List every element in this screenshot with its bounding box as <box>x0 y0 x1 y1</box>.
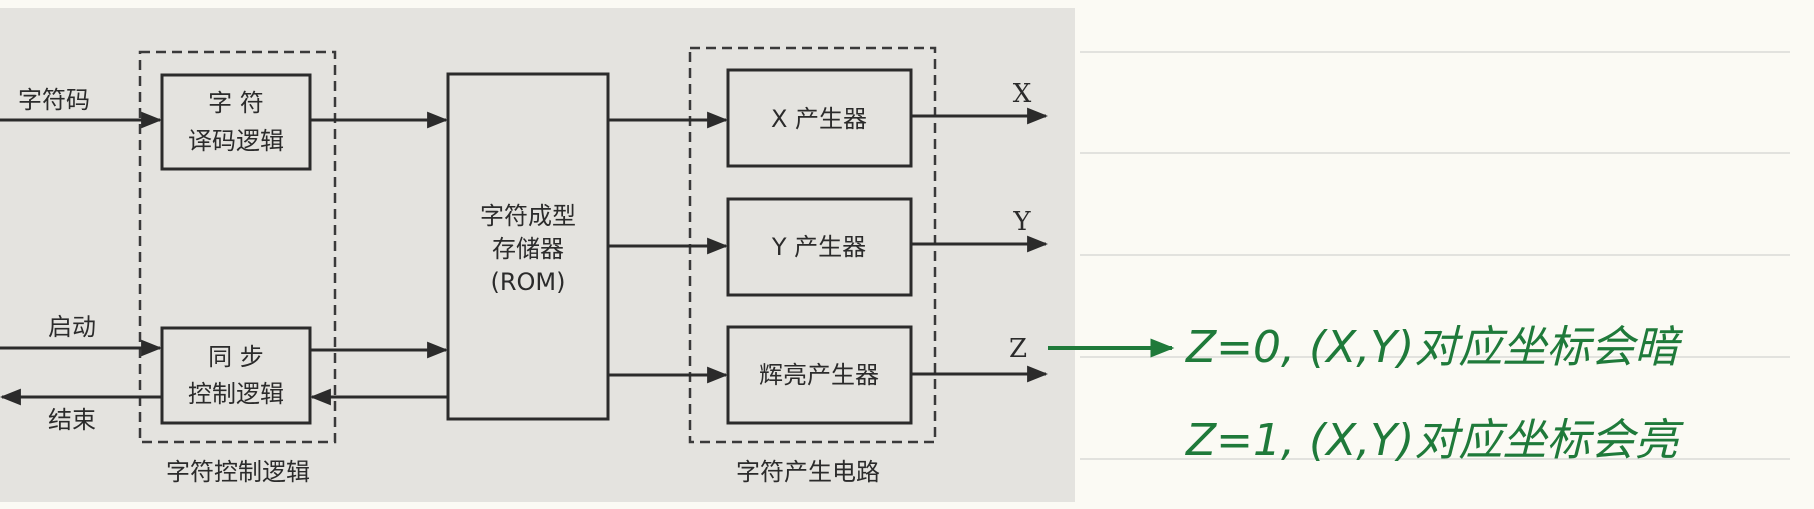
char-code-input-label: 字符码 <box>18 86 90 114</box>
ruled-lines <box>1080 51 1790 460</box>
brightness-generator-label: 辉亮产生器 <box>759 361 879 389</box>
annotation-z0: Z=0, (X,Y)对应坐标会暗 <box>1185 322 1683 373</box>
x-generator-label: X 产生器 <box>771 105 867 133</box>
rom-label-line1: 字符成型 <box>480 202 576 230</box>
generator-group-caption: 字符产生电路 <box>736 458 880 486</box>
start-input-label: 启动 <box>48 313 96 341</box>
control-logic-group-frame <box>138 50 337 444</box>
rom-label-line2: 存储器 <box>492 235 564 263</box>
control-group-caption: 字符控制逻辑 <box>166 458 310 486</box>
sync-label-line1: 同 步 <box>208 343 264 371</box>
x-output-label: X <box>1013 79 1032 109</box>
y-output-label: Y <box>1012 207 1031 237</box>
sync-control-logic-block <box>160 326 312 425</box>
end-output-label: 结束 <box>48 406 96 434</box>
z-output-label: Z <box>1009 334 1027 364</box>
sync-label-line2: 控制逻辑 <box>188 380 284 408</box>
annotation-z1: Z=1, (X,Y)对应坐标会亮 <box>1185 415 1684 466</box>
wires <box>0 107 1049 406</box>
y-generator-label: Y 产生器 <box>771 233 866 261</box>
decode-label-line1: 字 符 <box>208 89 264 117</box>
decode-label-line2: 译码逻辑 <box>188 127 284 155</box>
rom-label-line3: (ROM) <box>491 268 566 296</box>
